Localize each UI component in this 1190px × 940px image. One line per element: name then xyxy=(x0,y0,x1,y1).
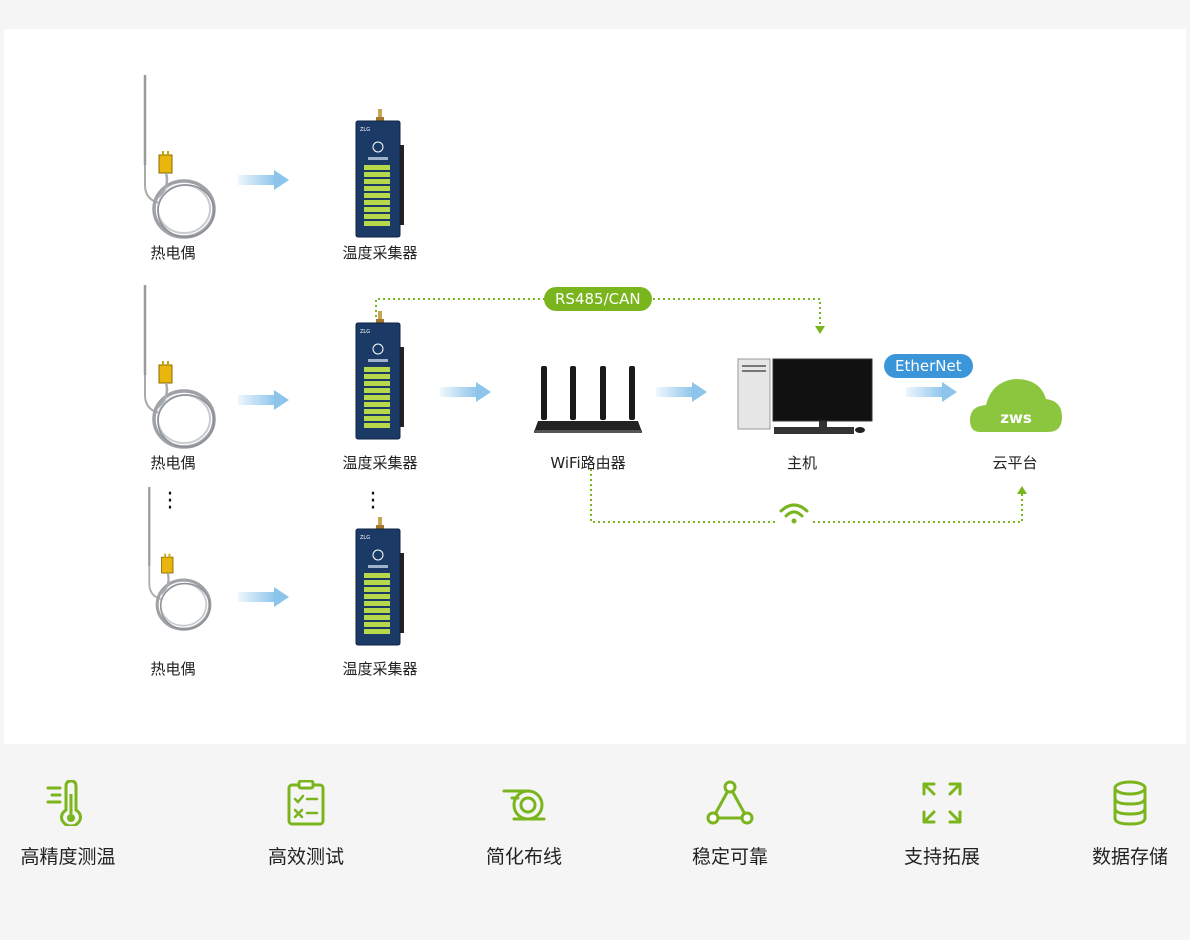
label-thermocouple-1: 热电偶 xyxy=(150,244,196,262)
feature-stable-reliable: 稳定可靠 xyxy=(650,780,810,869)
feature-label: 稳定可靠 xyxy=(691,846,768,868)
flow-arrow-3 xyxy=(238,587,289,607)
flow-arrow-2 xyxy=(238,390,289,410)
expand-icon xyxy=(922,782,962,824)
label-collector-1: 温度采集器 xyxy=(342,244,418,262)
wiring-icon xyxy=(502,789,546,821)
label-collector-3: 温度采集器 xyxy=(342,660,418,678)
flow-arrow-5 xyxy=(656,382,707,402)
wifi-arrowhead xyxy=(1017,486,1027,494)
feature-high-precision: 高精度测温 xyxy=(0,780,148,869)
cloud-logo-text: zws xyxy=(1000,409,1032,427)
feature-simplified-wiring: 简化布线 xyxy=(444,780,604,869)
more-collectors-indicator: ··· xyxy=(369,482,377,521)
flow-arrow-6 xyxy=(906,382,957,402)
rs485-badge: RS485/CAN xyxy=(544,287,652,311)
feature-label: 高效测试 xyxy=(267,846,344,868)
label-thermocouple-2: 热电偶 xyxy=(150,454,196,472)
feature-label: 高精度测温 xyxy=(20,846,116,868)
feature-data-storage: 数据存储 xyxy=(1050,780,1190,869)
features-strip: 高精度测温 高效测试 简化布线 稳定可靠 xyxy=(0,780,1190,900)
diagram-canvas: ZLG xyxy=(143,75,1062,646)
feature-efficient-test: 高效测试 xyxy=(226,780,386,869)
host-computer-image xyxy=(737,358,873,434)
cloud-image: zws xyxy=(970,379,1062,432)
thermometer-icon xyxy=(46,780,82,826)
checklist-icon xyxy=(287,780,325,826)
diagram-card: ZLG xyxy=(4,29,1186,744)
database-icon xyxy=(1113,780,1147,826)
feature-label: 简化布线 xyxy=(485,846,562,868)
more-thermocouples-indicator: ··· xyxy=(166,482,174,521)
flow-arrow-4 xyxy=(440,382,491,402)
collector-image-1 xyxy=(355,109,405,238)
thermocouple-image-2 xyxy=(143,285,216,449)
label-host: 主机 xyxy=(786,454,818,472)
triangle-network-icon xyxy=(706,780,754,825)
feature-label: 支持拓展 xyxy=(903,846,980,868)
label-collector-2: 温度采集器 xyxy=(342,454,418,472)
wifi-link xyxy=(590,469,1023,523)
label-cloud: 云平台 xyxy=(992,454,1038,472)
feature-label: 数据存储 xyxy=(1091,846,1168,868)
collector-image-2 xyxy=(355,311,405,440)
rs485-arrowhead xyxy=(815,326,825,334)
label-router: WiFi路由器 xyxy=(550,454,626,472)
ethernet-badge: EtherNet xyxy=(884,354,973,378)
thermocouple-image-1 xyxy=(143,75,216,239)
collector-image-3 xyxy=(355,517,405,646)
thermocouple-image-3 xyxy=(147,487,212,631)
flow-arrow-1 xyxy=(238,170,289,190)
wifi-icon xyxy=(776,501,812,525)
label-thermocouple-3: 热电偶 xyxy=(150,660,196,678)
feature-expandable: 支持拓展 xyxy=(862,780,1022,869)
router-image xyxy=(534,366,642,433)
